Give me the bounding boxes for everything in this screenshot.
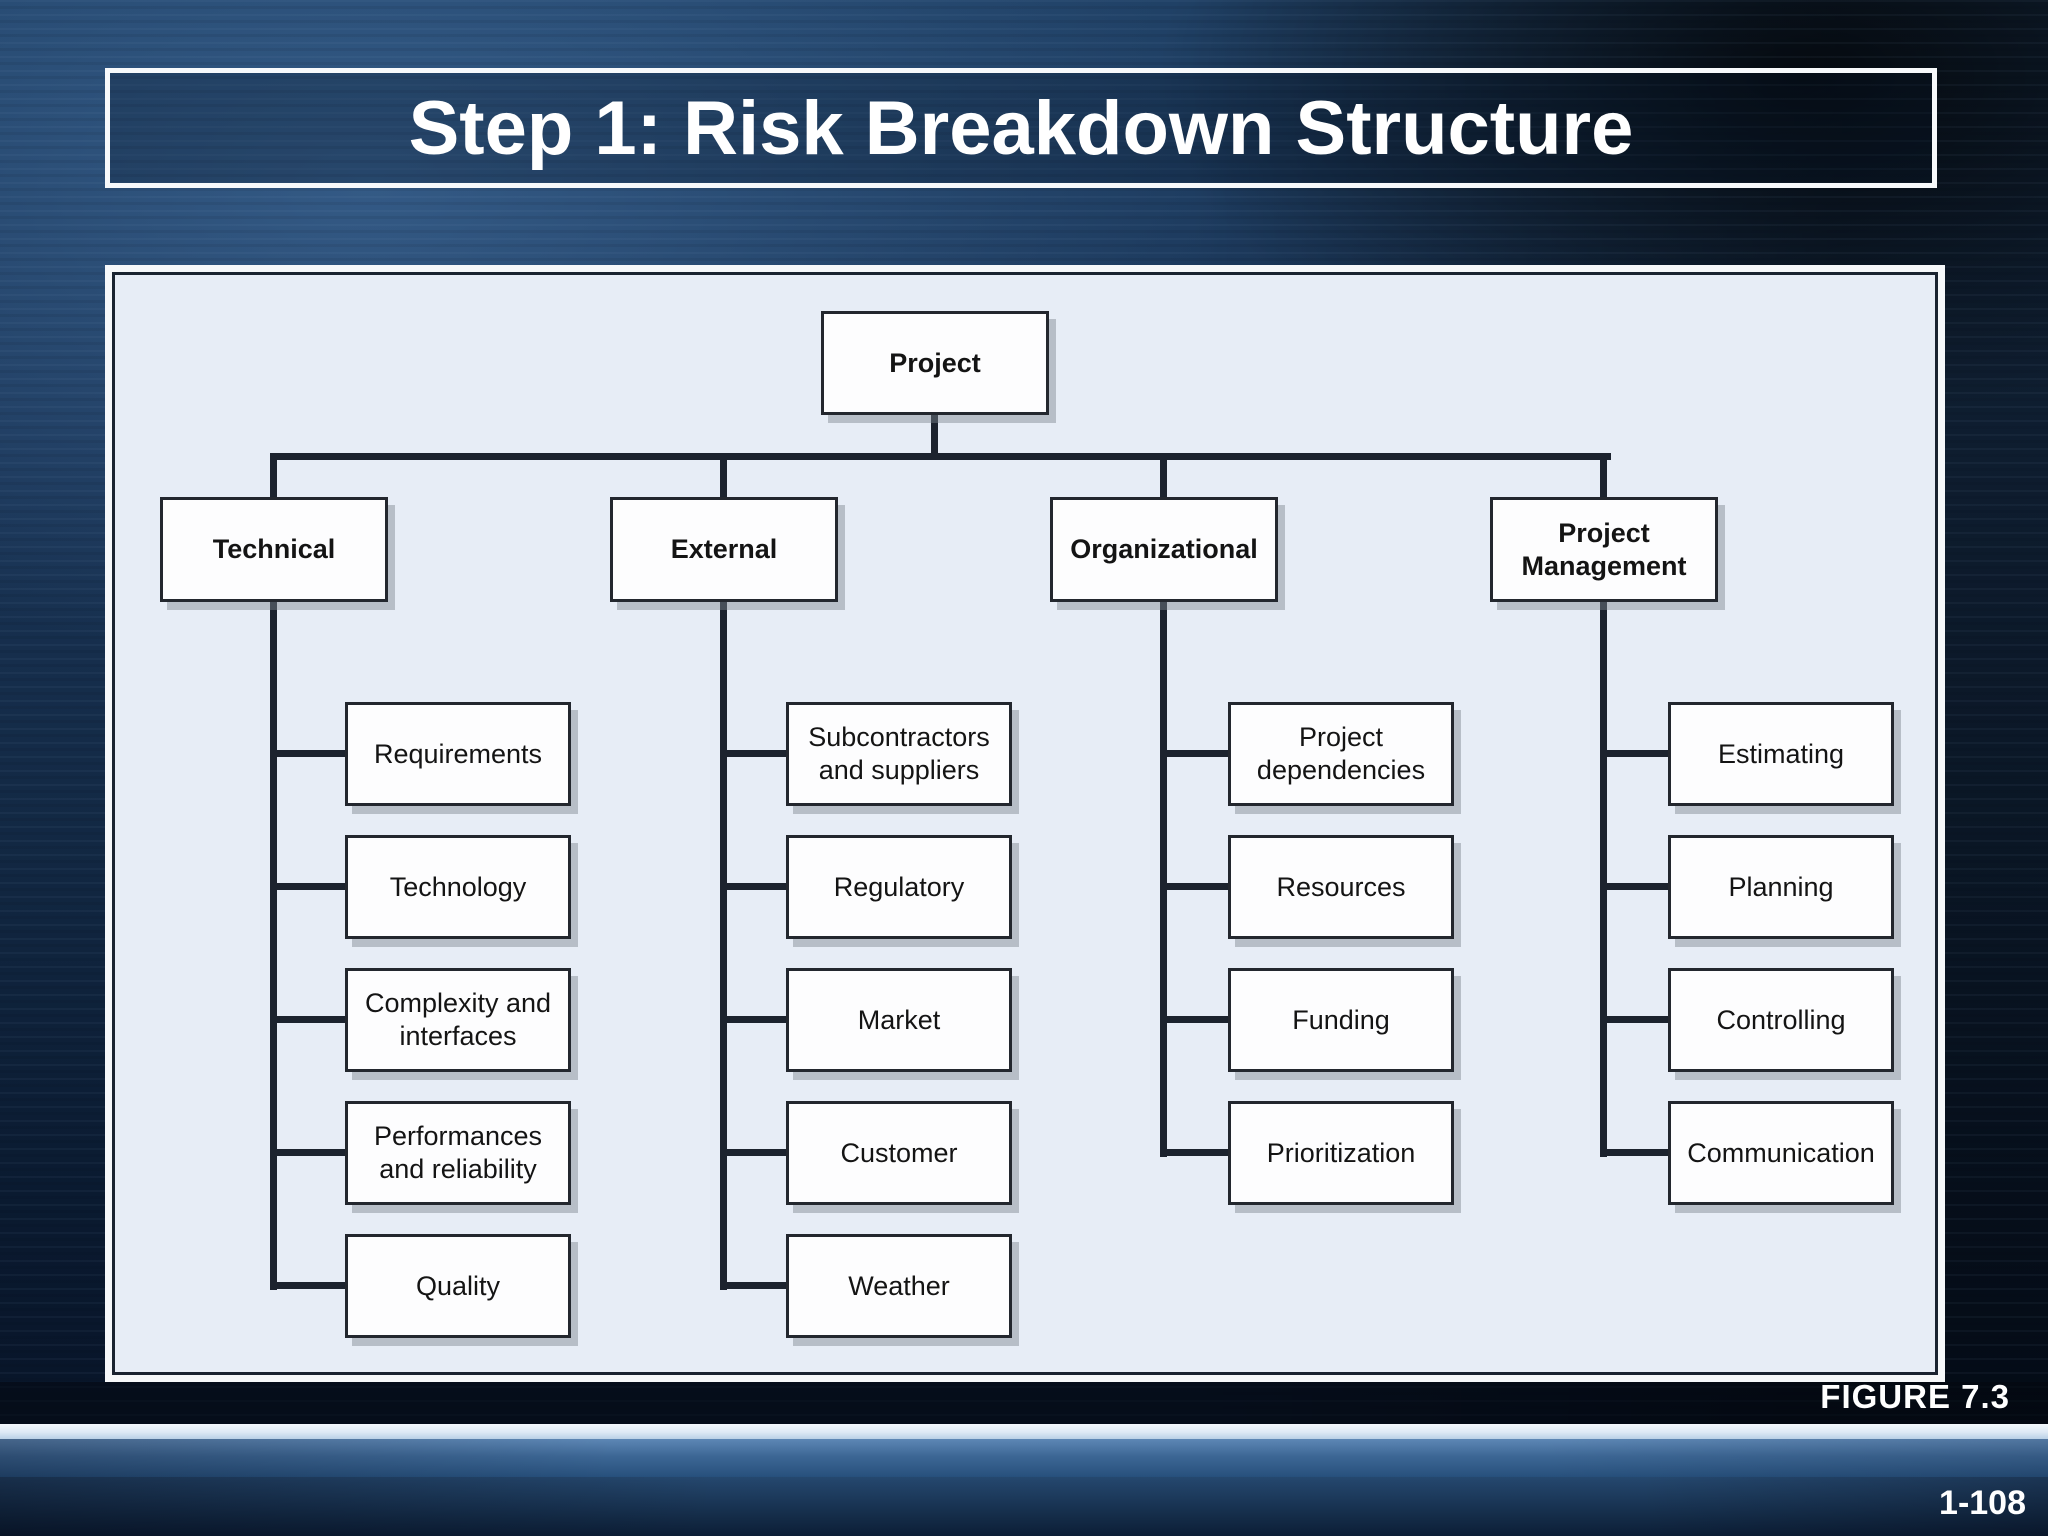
node-requirements: Requirements <box>345 702 571 806</box>
node-resources: Resources <box>1228 835 1454 939</box>
connector-elbow-external-5 <box>720 1282 789 1289</box>
connector-bus <box>270 453 1611 460</box>
node-market: Market <box>786 968 1012 1072</box>
node-project: Project <box>821 311 1049 415</box>
connector-elbow-external-1 <box>720 750 789 757</box>
connector-elbow-external-4 <box>720 1149 789 1156</box>
node-performances-and-reliability: Performances and reliability <box>345 1101 571 1205</box>
page-number: 1-108 <box>1939 1484 2026 1522</box>
connector-elbow-project-management-2 <box>1600 883 1671 890</box>
connector-elbow-organizational-2 <box>1160 883 1231 890</box>
connector-trunk-technical <box>270 602 277 1290</box>
title-box: Step 1: Risk Breakdown Structure <box>105 68 1937 188</box>
node-planning: Planning <box>1668 835 1894 939</box>
connector-drop-external <box>720 460 727 497</box>
connector-elbow-external-2 <box>720 883 789 890</box>
node-customer: Customer <box>786 1101 1012 1205</box>
node-estimating: Estimating <box>1668 702 1894 806</box>
connector-elbow-technical-4 <box>270 1149 348 1156</box>
connector-elbow-technical-2 <box>270 883 348 890</box>
node-technical: Technical <box>160 497 388 602</box>
footer-light-band <box>0 1424 2048 1439</box>
node-regulatory: Regulatory <box>786 835 1012 939</box>
node-organizational: Organizational <box>1050 497 1278 602</box>
node-controlling: Controlling <box>1668 968 1894 1072</box>
connector-elbow-organizational-1 <box>1160 750 1231 757</box>
slide-title: Step 1: Risk Breakdown Structure <box>408 85 1634 171</box>
connector-project-drop <box>931 415 938 460</box>
connector-elbow-organizational-4 <box>1160 1149 1231 1156</box>
node-prioritization: Prioritization <box>1228 1101 1454 1205</box>
node-project-management: Project Management <box>1490 497 1718 602</box>
footer-bottom-band <box>0 1477 2048 1536</box>
node-technology: Technology <box>345 835 571 939</box>
connector-elbow-external-3 <box>720 1016 789 1023</box>
node-communication: Communication <box>1668 1101 1894 1205</box>
figure-caption: FIGURE 7.3 <box>1820 1378 2010 1415</box>
node-quality: Quality <box>345 1234 571 1338</box>
connector-trunk-project-management <box>1600 602 1607 1157</box>
connector-elbow-technical-1 <box>270 750 348 757</box>
node-subcontractors-and-suppliers: Subcontractors and suppliers <box>786 702 1012 806</box>
node-weather: Weather <box>786 1234 1012 1338</box>
connector-elbow-project-management-1 <box>1600 750 1671 757</box>
connector-elbow-project-management-4 <box>1600 1149 1671 1156</box>
node-complexity-and-interfaces: Complexity and interfaces <box>345 968 571 1072</box>
diagram-canvas: Project Technical External Organizationa… <box>122 282 1942 1379</box>
node-project-dependencies: Project dependencies <box>1228 702 1454 806</box>
connector-trunk-organizational <box>1160 602 1167 1157</box>
connector-drop-technical <box>270 460 277 497</box>
node-external: External <box>610 497 838 602</box>
connector-trunk-external <box>720 602 727 1290</box>
connector-drop-project-management <box>1600 460 1607 497</box>
diagram-panel: Project Technical External Organizationa… <box>105 265 1945 1382</box>
connector-elbow-technical-5 <box>270 1282 348 1289</box>
connector-elbow-technical-3 <box>270 1016 348 1023</box>
footer-blue-band <box>0 1439 2048 1477</box>
node-funding: Funding <box>1228 968 1454 1072</box>
footer-dark-strip <box>0 1382 2048 1424</box>
connector-drop-organizational <box>1160 460 1167 497</box>
connector-elbow-organizational-3 <box>1160 1016 1231 1023</box>
connector-elbow-project-management-3 <box>1600 1016 1671 1023</box>
